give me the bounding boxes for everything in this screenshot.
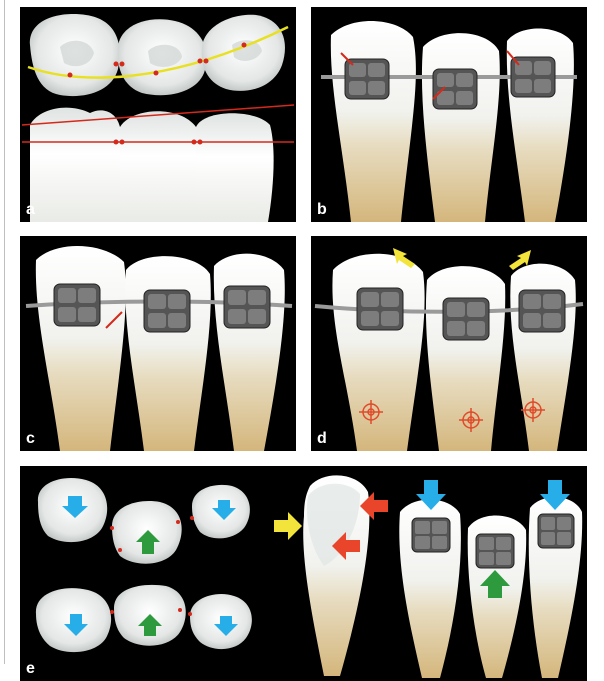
occlusal-view-group <box>36 478 252 652</box>
arrow-icon <box>274 512 302 540</box>
tooth <box>332 254 424 451</box>
panel-a: a <box>20 7 296 222</box>
labial-tooth <box>30 108 120 222</box>
labial-tooth <box>196 113 274 222</box>
panel-e-illustration <box>20 466 587 681</box>
panel-c: c <box>20 236 296 451</box>
panel-e: e <box>20 466 587 681</box>
panel-label: a <box>26 202 35 218</box>
occlusal-teeth-group <box>30 14 285 96</box>
tooth <box>125 256 210 451</box>
tooth <box>331 21 416 222</box>
panel-a-illustration <box>20 7 296 222</box>
panel-b: b <box>311 7 587 222</box>
tooth <box>214 254 285 451</box>
panel-label: d <box>317 431 327 447</box>
proximal-view-group <box>274 475 388 676</box>
labial-teeth-group <box>30 108 274 222</box>
labial-tooth <box>120 111 196 222</box>
panel-c-illustration <box>20 236 296 451</box>
panel-d-illustration <box>311 236 587 451</box>
panel-d: d <box>311 236 587 451</box>
panel-label: c <box>26 431 35 447</box>
tooth <box>426 266 505 451</box>
panel-label: e <box>26 661 35 677</box>
tooth <box>36 246 126 451</box>
panel-label: b <box>317 202 327 218</box>
panel-b-illustration <box>311 7 587 222</box>
facial-view-group <box>399 480 582 678</box>
left-margin-rule <box>4 0 5 664</box>
tooth <box>422 33 500 222</box>
